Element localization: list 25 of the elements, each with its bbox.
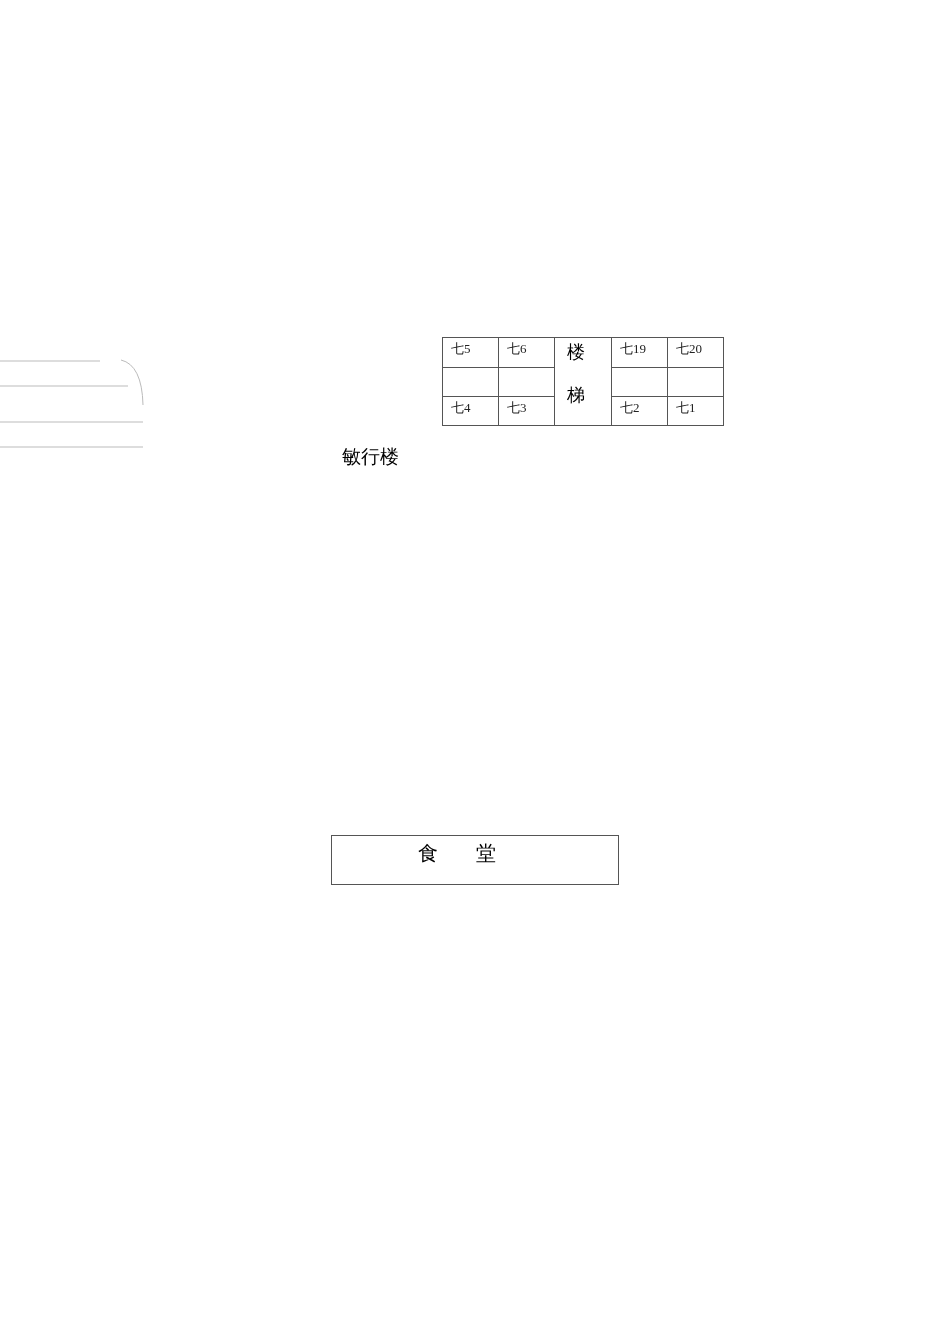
room-cell <box>667 367 724 396</box>
room-number: 七1 <box>676 400 696 415</box>
room-number: 七2 <box>620 400 640 415</box>
room-number: 七19 <box>620 341 646 356</box>
room-cell <box>667 396 724 426</box>
canteen-label: 食 堂 <box>418 841 497 865</box>
room-cell <box>442 396 498 426</box>
room-number: 七6 <box>507 341 527 356</box>
room-number: 七20 <box>676 341 702 356</box>
stairwell-label: 楼梯 <box>567 340 585 408</box>
room-cell <box>498 337 554 367</box>
room-cell <box>667 337 724 367</box>
room-cell <box>611 367 667 396</box>
room-cell <box>498 367 554 396</box>
room-number: 七4 <box>451 400 471 415</box>
room-number: 七3 <box>507 400 527 415</box>
stairwell-box <box>554 337 611 426</box>
room-cell <box>442 337 498 367</box>
building-name: 敏行楼 <box>342 444 399 469</box>
room-cell <box>442 367 498 396</box>
room-cell <box>498 396 554 426</box>
room-cell <box>611 396 667 426</box>
canteen-box <box>331 835 619 885</box>
room-cell <box>611 337 667 367</box>
room-number: 七5 <box>451 341 471 356</box>
